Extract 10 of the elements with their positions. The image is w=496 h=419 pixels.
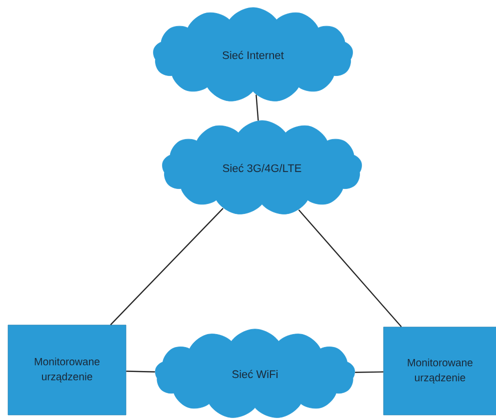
connector-line	[298, 209, 402, 328]
network-cloud: Sieć 3G/4G/LTE	[162, 120, 362, 214]
connector-line	[110, 208, 224, 326]
network-cloud: Sieć WiFi	[155, 328, 355, 418]
network-cloud: Sieć Internet	[153, 7, 353, 102]
device-box: Monitorowane urządzenie	[383, 326, 496, 416]
connector-line	[355, 371, 384, 373]
connector-line	[126, 370, 155, 372]
device-box: Monitorowane urządzenie	[8, 324, 126, 416]
connector-line	[256, 94, 259, 121]
